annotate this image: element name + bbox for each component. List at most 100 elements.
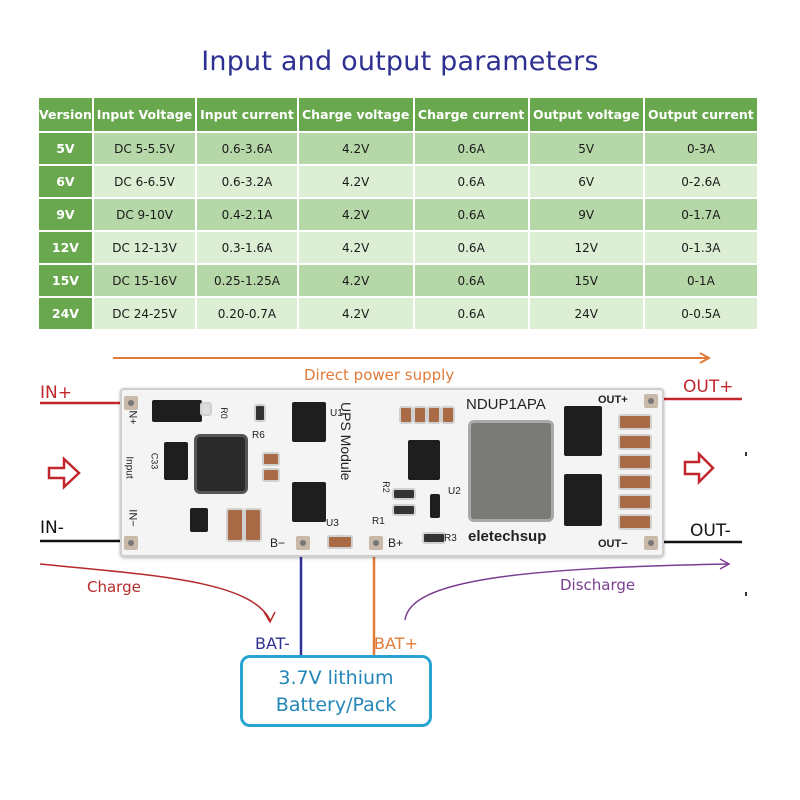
- cell-output-voltage: 24V: [529, 298, 643, 329]
- cell-input-voltage: DC 6-6.5V: [93, 166, 196, 197]
- cell-output-voltage: 9V: [529, 199, 643, 230]
- out-minus-pad[interactable]: [644, 536, 658, 550]
- cell-charge-current: 0.6A: [414, 265, 528, 296]
- cell-input-current: 0.3-1.6A: [197, 232, 297, 263]
- direct-supply-arrowhead: [699, 352, 712, 364]
- r2-resistor: [392, 488, 416, 500]
- discharge-arrowhead: [719, 558, 731, 570]
- discharge-label: Discharge: [560, 576, 636, 594]
- out-plus-pad[interactable]: [644, 394, 658, 408]
- u3-chip: [292, 482, 326, 522]
- cell-input-current: 0.6-3.6A: [197, 133, 297, 164]
- cell-charge-voltage: 4.2V: [298, 265, 413, 296]
- output-capacitor: [618, 494, 652, 510]
- capacitor: [262, 468, 280, 482]
- capacitor: [441, 406, 455, 424]
- silk-c33: C33: [149, 452, 160, 470]
- cell-charge-voltage: 4.2V: [298, 166, 413, 197]
- stray-mark: [745, 452, 747, 456]
- battery-line-1: 3.7V lithium: [278, 667, 394, 689]
- cell-charge-current: 0.6A: [414, 232, 528, 263]
- cell-charge-current: 0.6A: [414, 199, 528, 230]
- silk-r3: R3: [444, 533, 457, 544]
- silk-out-plus: OUT+: [598, 394, 628, 406]
- silk-brand: eletechsup: [468, 528, 547, 545]
- header-charge-voltage: Charge voltage: [298, 98, 413, 131]
- in-plus-pad[interactable]: [124, 396, 138, 410]
- cell-version: 15V: [39, 265, 92, 296]
- output-capacitor: [618, 474, 652, 490]
- cell-input-current: 0.25-1.25A: [197, 265, 297, 296]
- cell-output-current: 0-3A: [644, 133, 757, 164]
- cell-charge-current: 0.6A: [414, 133, 528, 164]
- ups-module-board: IN+ Input IN− R0 R6 C33 U1 U3 UPS Module…: [120, 388, 664, 557]
- cell-version: 5V: [39, 133, 92, 164]
- output-capacitor: [618, 414, 652, 430]
- cell-output-voltage: 12V: [529, 232, 643, 263]
- cell-version: 24V: [39, 298, 92, 329]
- cell-charge-voltage: 4.2V: [298, 199, 413, 230]
- cell-input-voltage: DC 12-13V: [93, 232, 196, 263]
- output-inductor: [468, 420, 554, 522]
- stray-mark: [745, 592, 747, 596]
- battery-line-2: Battery/Pack: [275, 694, 397, 716]
- silk-out-minus: OUT−: [598, 538, 628, 550]
- cell-output-current: 0-2.6A: [644, 166, 757, 197]
- cell-input-current: 0.20-0.7A: [197, 298, 297, 329]
- cell-output-current: 0-1A: [644, 265, 757, 296]
- transistor: [430, 494, 440, 518]
- parameters-table: Version Input Voltage Input current Char…: [37, 96, 759, 331]
- u2-chip: [408, 440, 440, 480]
- bat-minus-label: BAT-: [255, 634, 290, 653]
- cell-input-voltage: DC 5-5.5V: [93, 133, 196, 164]
- cell-charge-current: 0.6A: [414, 298, 528, 329]
- cell-version: 12V: [39, 232, 92, 263]
- silk-in-minus: IN−: [126, 509, 139, 527]
- silk-r6: R6: [252, 430, 265, 441]
- output-capacitor: [618, 454, 652, 470]
- silk-r0: R0: [218, 407, 229, 419]
- mosfet-top: [564, 406, 602, 456]
- cell-output-voltage: 5V: [529, 133, 643, 164]
- cell-input-current: 0.4-2.1A: [197, 199, 297, 230]
- page-title: Input and output parameters: [201, 46, 599, 77]
- cell-output-voltage: 15V: [529, 265, 643, 296]
- diode-chip: [152, 400, 202, 422]
- input-arrow-icon: [47, 456, 81, 490]
- silk-b-plus: B+: [388, 536, 404, 550]
- output-capacitor: [618, 514, 652, 530]
- r1-resistor: [392, 504, 416, 516]
- capacitor: [226, 508, 244, 542]
- cell-charge-voltage: 4.2V: [298, 298, 413, 329]
- mosfet-bottom: [564, 474, 602, 526]
- in-minus-label: IN-: [40, 518, 64, 538]
- cell-output-voltage: 6V: [529, 166, 643, 197]
- header-input-voltage: Input Voltage: [93, 98, 196, 131]
- header-output-current: Output current: [644, 98, 757, 131]
- header-version: Version: [39, 98, 92, 131]
- small-ic: [190, 508, 208, 532]
- cell-input-voltage: DC 24-25V: [93, 298, 196, 329]
- b-plus-pad[interactable]: [369, 536, 383, 550]
- cell-version: 6V: [39, 166, 92, 197]
- cell-output-current: 0-1.7A: [644, 199, 757, 230]
- silk-input: Input: [123, 456, 135, 479]
- battery-pack-box: 3.7V lithium Battery/Pack: [240, 655, 432, 727]
- charge-label: Charge: [87, 578, 141, 596]
- cell-charge-voltage: 4.2V: [298, 133, 413, 164]
- r3-resistor: [422, 532, 446, 544]
- in-minus-pad[interactable]: [124, 536, 138, 550]
- capacitor: [427, 406, 441, 424]
- silk-u2: U2: [448, 486, 461, 497]
- b-minus-pad[interactable]: [296, 536, 310, 550]
- silk-u1: U1: [330, 408, 343, 419]
- discharge-arrow-path: [404, 563, 729, 621]
- out-plus-label: OUT+: [683, 377, 734, 397]
